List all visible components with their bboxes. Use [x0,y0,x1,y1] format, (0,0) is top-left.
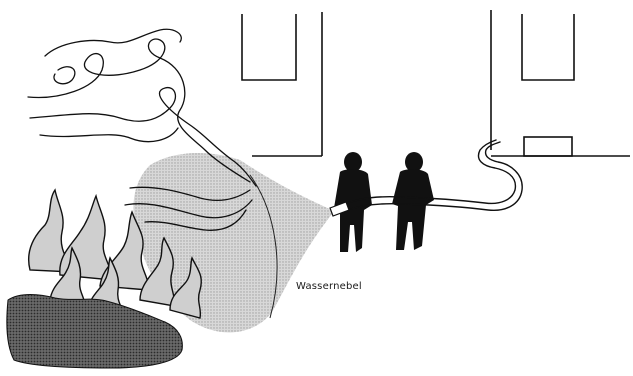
building-left [242,12,322,156]
firefighter-back [392,152,434,250]
burning-ground [7,295,182,369]
building-right [491,10,630,156]
firefighter-front [334,152,372,252]
spray-label: Wassernebel [296,281,362,292]
